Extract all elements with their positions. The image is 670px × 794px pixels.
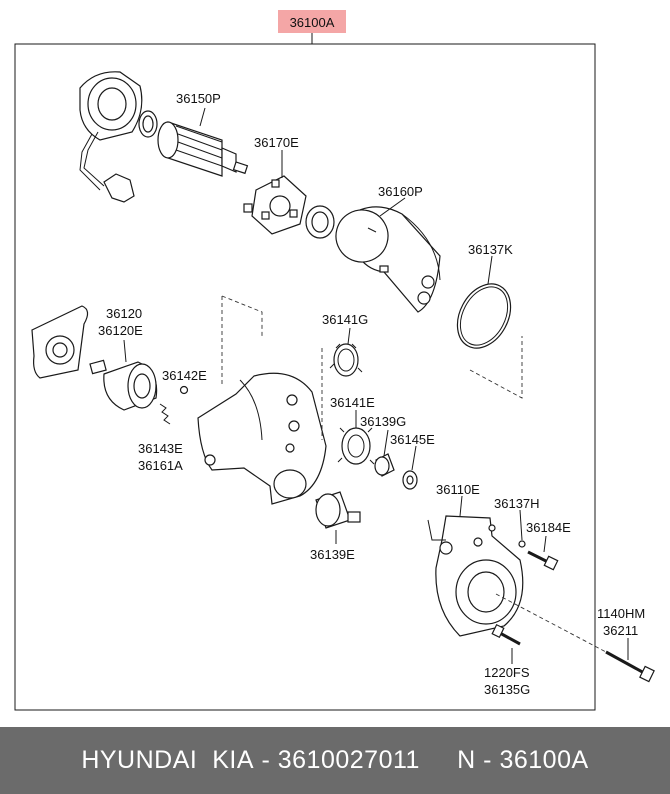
solenoid-lever [31, 305, 89, 379]
reference-code: 36100A [499, 746, 589, 774]
label-36143E: 36143E [138, 441, 183, 456]
armature [157, 121, 249, 177]
brand-name: HYUNDAI KIA [81, 746, 255, 774]
o-ring [456, 283, 512, 349]
label-36141G: 36141G [322, 312, 368, 327]
label-36137H: 36137H [494, 496, 540, 511]
label-36120E: 36120E [98, 323, 143, 338]
mounting-screw [491, 623, 521, 646]
part-info-footer: HYUNDAI KIA - 3610027011 N - 36100A [0, 727, 670, 794]
assembly-frame [14, 43, 596, 711]
gear-housing [197, 372, 327, 505]
label-36120: 36120 [106, 306, 142, 321]
steel-ball [179, 385, 189, 395]
label-36184E: 36184E [526, 520, 571, 535]
label-36137K: 36137K [468, 242, 513, 257]
footer-gap: N [419, 746, 476, 774]
return-spring [159, 403, 171, 425]
part-number: 3610027011 [277, 746, 420, 774]
exploded-parts-view: 36100A [14, 10, 655, 711]
short-bolt [527, 550, 559, 571]
label-36170E: 36170E [254, 135, 299, 150]
label-36160P: 36160P [378, 184, 423, 199]
through-bolt [605, 650, 655, 683]
label-36141E: 36141E [330, 395, 375, 410]
drive-housing [435, 515, 524, 637]
assembly-label: 36100A [290, 15, 335, 30]
label-1140HM: 1140HM [597, 606, 645, 621]
label-36161A: 36161A [138, 458, 183, 473]
label-36110E: 36110E [436, 482, 480, 497]
pinion-clutch [315, 491, 361, 529]
yoke-housing [335, 206, 441, 313]
label-36139G: 36139G [360, 414, 406, 429]
small-o-ring [518, 540, 526, 548]
label-36145E: 36145E [390, 432, 435, 447]
footer-separator-2: - [475, 746, 500, 774]
label-1220FS: 1220FS [484, 665, 530, 680]
label-36135G: 36135G [484, 682, 530, 697]
planetary-gear [337, 427, 375, 465]
solenoid-cap [79, 71, 143, 203]
label-36142E: 36142E [162, 368, 207, 383]
idle-gear [329, 343, 363, 377]
assembly-label-highlight [278, 10, 346, 33]
label-36139E: 36139E [310, 547, 355, 562]
brush-holder [243, 175, 307, 235]
label-36150P: 36150P [176, 91, 221, 106]
solenoid-switch [89, 359, 158, 411]
label-36211: 36211 [603, 623, 638, 638]
footer-separator: - [254, 746, 278, 774]
